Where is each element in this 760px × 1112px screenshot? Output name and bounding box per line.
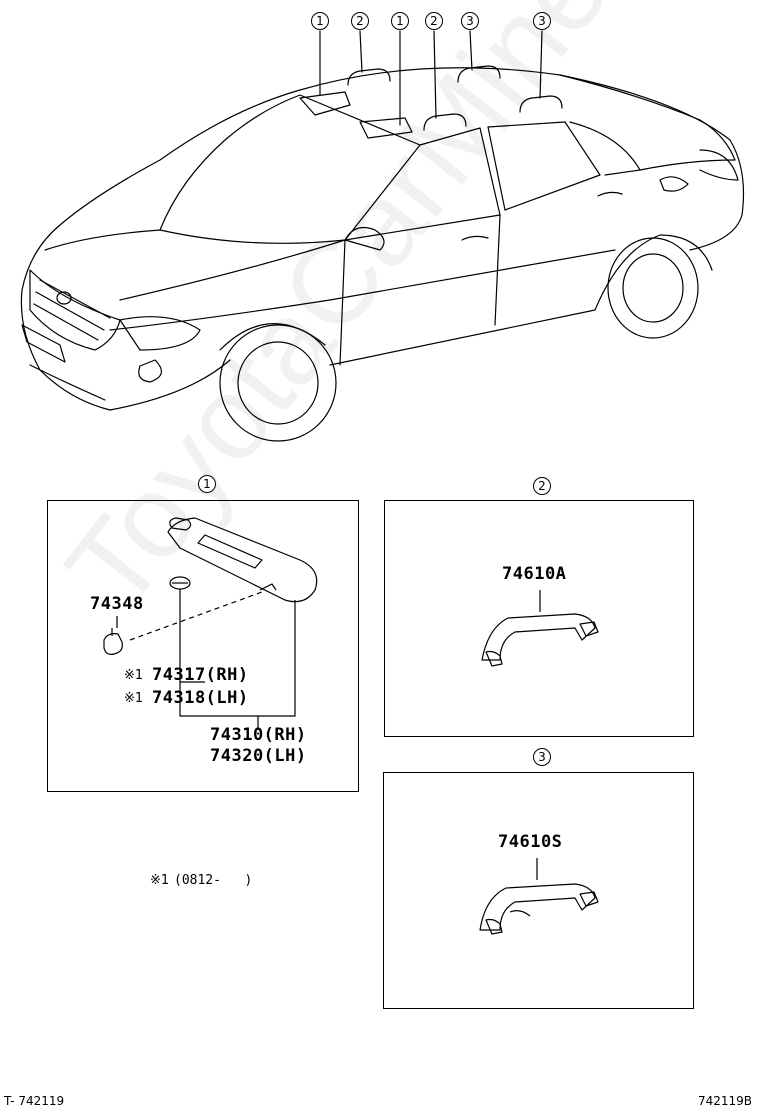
panel1-callout: 1 (198, 475, 216, 493)
callout-3-grip-front: 3 (461, 12, 479, 30)
panel2-callout: 2 (533, 477, 551, 495)
footer-left-code: T- 742119 (4, 1094, 65, 1108)
part-74348-label: 74348 (90, 594, 144, 614)
footer-right-code: 742119B (697, 1094, 752, 1108)
callout-2-grip-front: 2 (351, 12, 369, 30)
panel-sun-visor (47, 500, 359, 792)
note-mark-74318: ※1 (124, 691, 144, 706)
callout-1-visor-front: 1 (311, 12, 329, 30)
callout-2-grip-rear: 2 (425, 12, 443, 30)
note-range: (0812- ) (174, 873, 253, 888)
panel-grip-a (384, 500, 694, 737)
panel-grip-s (383, 772, 694, 1009)
part-74317-label: 74317(RH) (152, 665, 249, 685)
part-74320-label: 74320(LH) (210, 746, 307, 766)
part-74610S-label: 74610S (498, 832, 563, 852)
callout-3-grip-rear: 3 (533, 12, 551, 30)
panel3-callout: 3 (533, 748, 551, 766)
callout-1-visor-rear: 1 (391, 12, 409, 30)
note-mark-74317: ※1 (124, 668, 144, 683)
note-mark: ※1 (150, 873, 170, 888)
part-74610A-label: 74610A (502, 564, 567, 584)
part-74310-label: 74310(RH) (210, 725, 307, 745)
part-74318-label: 74318(LH) (152, 688, 249, 708)
